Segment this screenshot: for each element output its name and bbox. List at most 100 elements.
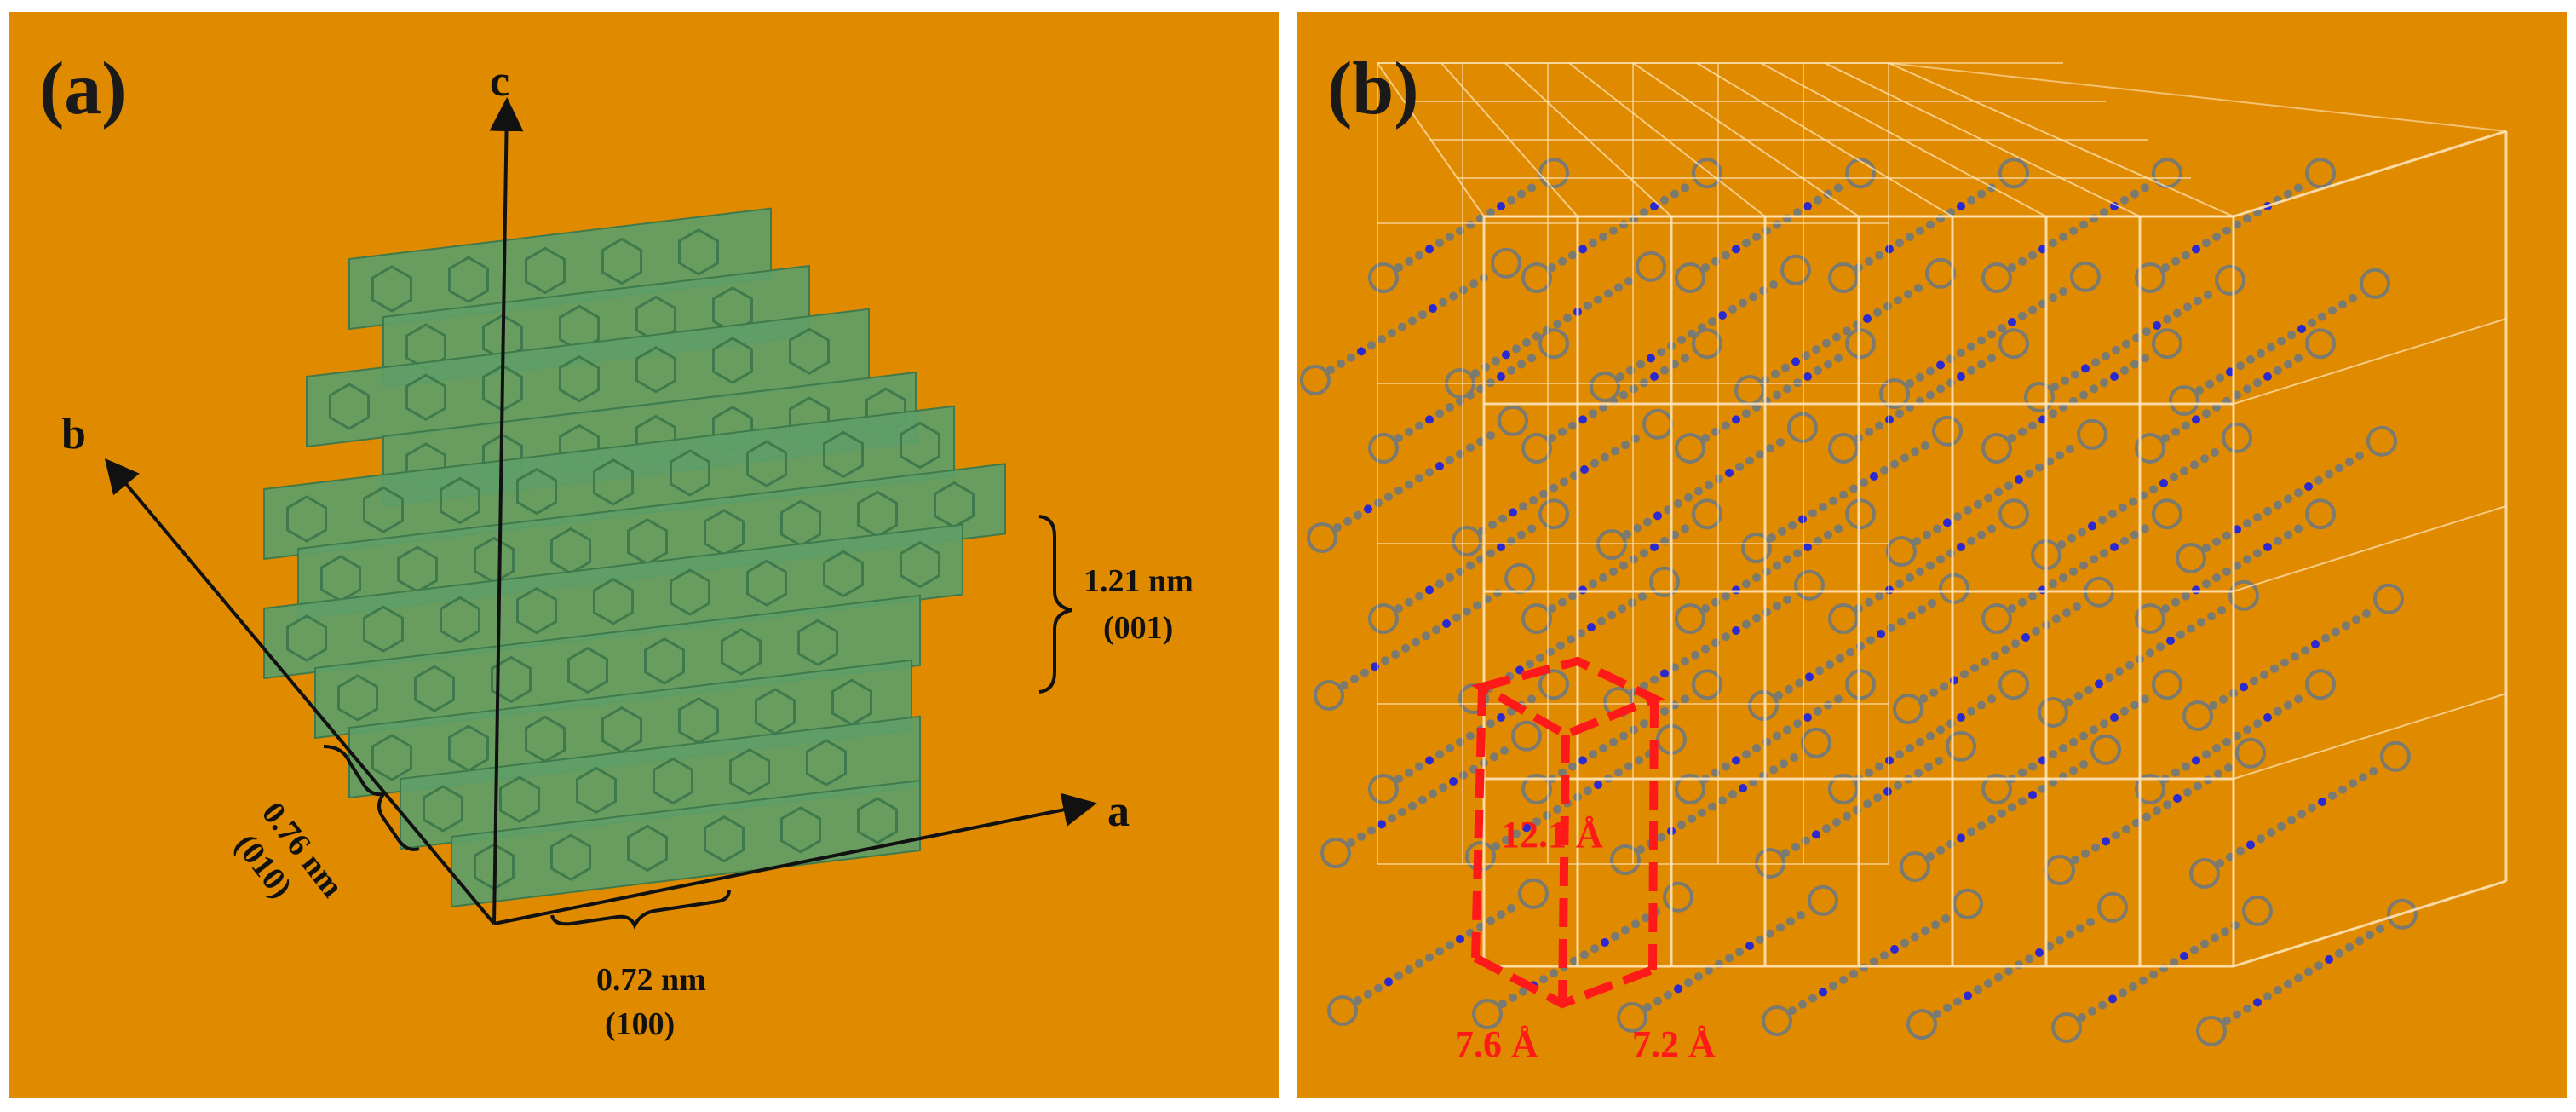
sheet-row <box>314 594 921 740</box>
molecule-chain <box>1828 158 2029 293</box>
hexagon-ring <box>414 665 455 712</box>
axis-b-label: b <box>61 410 86 458</box>
molecule-chain <box>1590 254 1811 402</box>
molecule-chain <box>1755 730 1976 879</box>
hexagon-ring <box>337 674 378 722</box>
hexagon-ring <box>499 775 540 823</box>
dim-100-value: 0.72 nm <box>596 962 706 998</box>
molecule-chain <box>1734 257 1956 406</box>
molecule-chain <box>1320 720 1542 868</box>
molecule-chain <box>1828 498 2029 634</box>
hexagon-ring <box>806 739 847 786</box>
lattice-grid <box>1377 62 2508 968</box>
axis-a-label: a <box>1107 787 1130 836</box>
hexagon-ring <box>900 421 940 470</box>
molecule-chain <box>2051 895 2273 1043</box>
hexagon-ring <box>567 646 608 694</box>
hexagon-ring <box>371 734 412 781</box>
molecule-chain <box>1981 669 2182 804</box>
molecule-chain <box>1521 498 1722 634</box>
molecule-chain <box>1886 418 2107 567</box>
hexagon-ring <box>797 619 838 666</box>
dim-001-value: 1.21 nm <box>1084 563 1193 599</box>
hexagon-ring <box>525 246 566 295</box>
hexagon-ring <box>670 449 710 497</box>
molecule-chain <box>1879 261 2101 409</box>
axis-b <box>104 458 496 925</box>
hexagon-ring <box>900 540 940 589</box>
hexagon-ring <box>678 228 719 276</box>
molecule-chain <box>2135 669 2336 804</box>
brace-001 <box>1038 515 1072 694</box>
hexagon-ring <box>746 559 787 607</box>
molecule-chain <box>2024 264 2245 412</box>
panel-a: (a) c b a 1.21 nm (001) 0.76 nm (010) 0.… <box>9 12 1279 1098</box>
hexagon-ring <box>516 467 557 516</box>
panel-a-label: (a) <box>39 48 127 130</box>
molecule-chain <box>1445 251 1666 399</box>
molecule-chain <box>1314 562 1535 711</box>
molecule-chain <box>2169 268 2390 416</box>
molecule-chain <box>1675 158 1876 293</box>
molecule-chain <box>1741 415 1963 563</box>
hexagon-ring <box>635 346 676 394</box>
hexagon-ring <box>823 430 864 479</box>
molecule-chain <box>1828 669 2029 804</box>
hexagon-ring <box>653 757 693 805</box>
molecule-chain <box>2044 737 2266 885</box>
unit-cell <box>1470 656 1665 1009</box>
molecule-chain <box>1368 158 1569 293</box>
hexagon-ring <box>405 373 446 421</box>
sheet-row <box>263 523 963 680</box>
hexagon-ring <box>576 766 617 815</box>
molecule-chain <box>1981 498 2182 634</box>
hexagon-ring <box>363 605 404 653</box>
hexagon-ring <box>704 815 745 863</box>
molecule-chain <box>1610 727 1831 875</box>
molecule-chain <box>2196 898 2418 1046</box>
cell-height-label: 12.1 Å <box>1501 814 1603 856</box>
hexagon-ring <box>550 833 591 881</box>
molecular-sheets <box>263 207 1006 908</box>
axis-c-label: c <box>490 57 509 106</box>
molecule-chain <box>1675 328 1876 464</box>
crystal-packing: 12.1 Å 7.6 Å 7.2 Å <box>1300 62 2508 1065</box>
molecule-chain <box>2135 328 2336 464</box>
cell-depth-label: 7.6 Å <box>1455 1023 1538 1065</box>
hexagon-ring <box>729 748 770 796</box>
hexagon-ring <box>712 337 753 384</box>
hexagon-ring <box>780 806 821 854</box>
molecule-chain <box>1893 576 2114 724</box>
hexagon-ring <box>857 797 898 844</box>
dim-100-plane: (100) <box>605 1006 675 1042</box>
molecule-chain <box>1307 405 1528 553</box>
hexagon-ring <box>670 568 710 616</box>
hexagon-ring <box>516 586 557 635</box>
molecule-chain <box>1300 247 1521 395</box>
stacking-diagram: c b a 1.21 nm (001) 0.76 nm (010) 0.72 n… <box>61 57 1193 1042</box>
brace-010 <box>323 745 420 851</box>
hexagon-ring <box>448 256 489 303</box>
hexagon-ring <box>644 637 685 685</box>
axis-c <box>489 97 524 925</box>
molecule-chain <box>1521 328 1722 464</box>
molecule-chain <box>2031 422 2252 570</box>
molecule-chain <box>1762 888 1983 1036</box>
hexagon-ring <box>440 596 480 644</box>
molecule-chain <box>1368 498 1569 634</box>
hexagon-ring <box>789 327 830 375</box>
molecule-chain <box>1327 878 1549 1026</box>
hexagon-ring <box>721 628 762 676</box>
molecule-chain <box>1900 734 2121 882</box>
hexagon-ring <box>329 383 370 430</box>
molecule-chain <box>1368 669 1569 804</box>
hexagon-ring <box>559 354 600 403</box>
molecule-chain <box>2135 158 2336 293</box>
hexagon-ring <box>363 486 404 533</box>
axis-a <box>493 792 1097 925</box>
molecule-chain <box>1675 498 1876 634</box>
molecule-chain <box>1981 328 2182 464</box>
panel-b-label: (b) <box>1327 48 1419 130</box>
hexagon-ring <box>286 495 327 543</box>
hexagon-ring <box>423 785 463 833</box>
